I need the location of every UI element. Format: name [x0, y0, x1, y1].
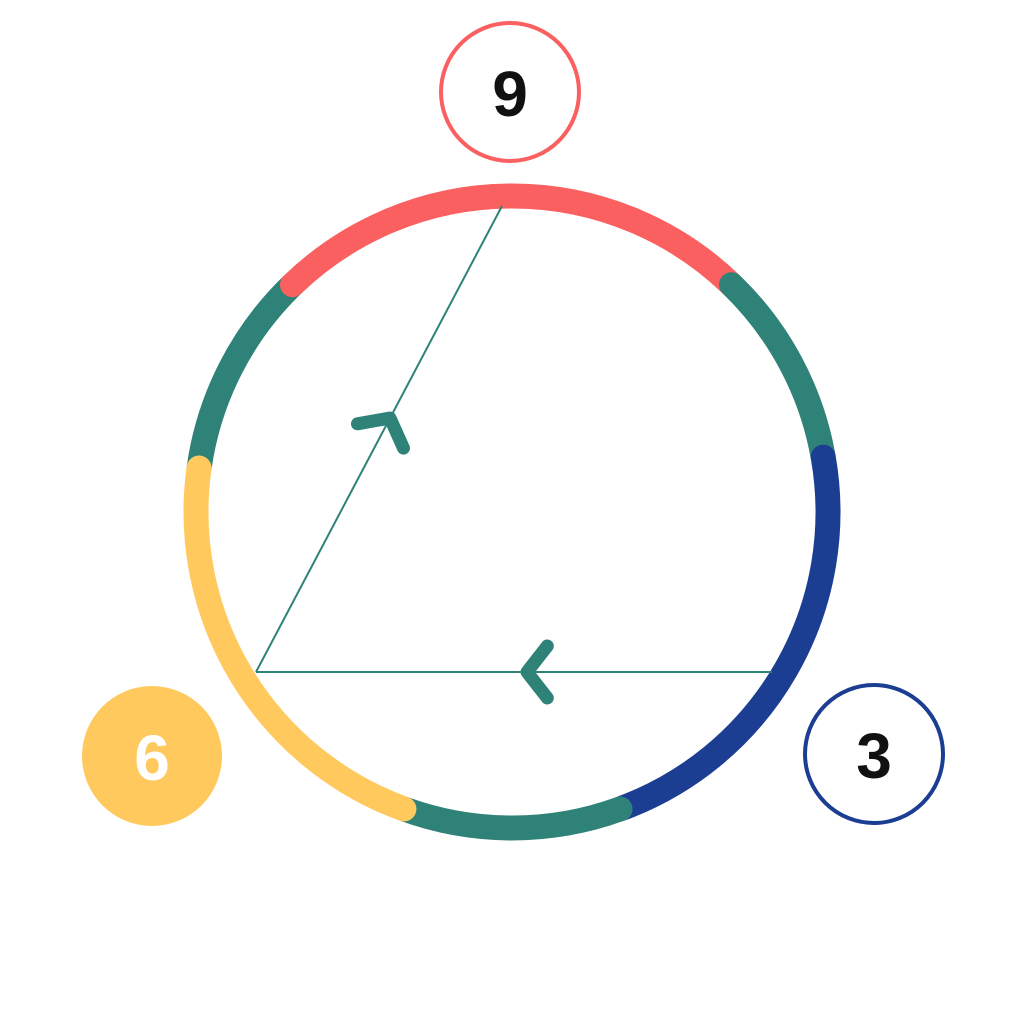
- hour-markers: 9 3 6: [82, 21, 945, 826]
- marker-3-circle: [803, 683, 945, 825]
- segment-teal-bottom: [391, 796, 633, 841]
- segment-teal-upper-left: [186, 272, 305, 481]
- chevron-arrow-up-right-icon: [351, 411, 410, 455]
- clock-ring: [183, 183, 841, 841]
- marker-3[interactable]: 3: [803, 683, 945, 825]
- marker-6-label: 6: [134, 722, 170, 794]
- angle-overlay: [255, 205, 772, 705]
- segment-teal-upper-right: [719, 272, 836, 470]
- ray-to-12-oclock: [255, 205, 503, 673]
- marker-9-label: 9: [492, 58, 528, 130]
- chevron-arrow-left-icon: [520, 639, 554, 705]
- marker-3-label: 3: [856, 720, 892, 792]
- marker-9[interactable]: 9: [439, 21, 581, 163]
- segment-yellow-left: [183, 455, 417, 822]
- segment-blue-right: [607, 444, 841, 822]
- marker-6-circle: [82, 686, 222, 826]
- marker-6[interactable]: 6: [82, 686, 222, 826]
- marker-9-circle: [439, 21, 581, 163]
- segment-red-top: [279, 183, 745, 298]
